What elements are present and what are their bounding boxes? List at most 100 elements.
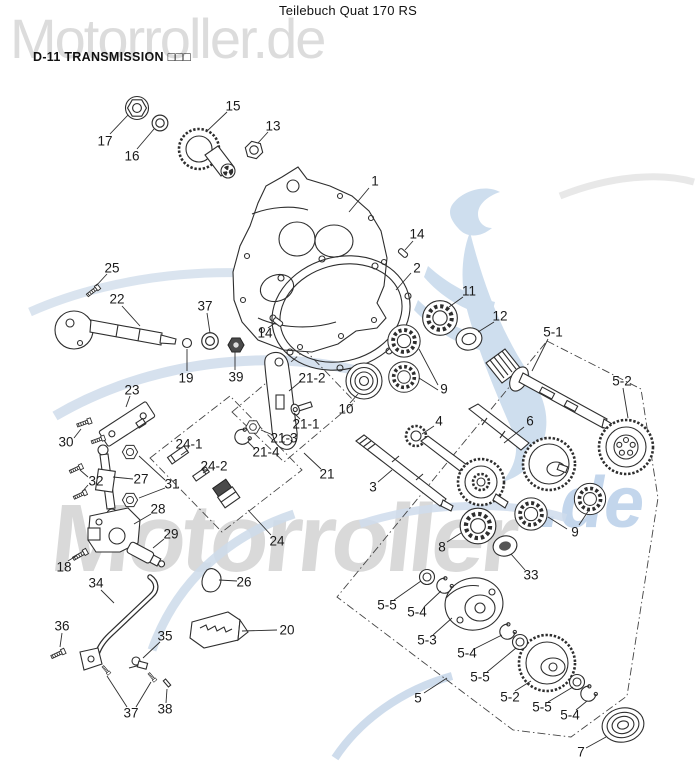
- group-24-boundary: [149, 395, 303, 533]
- leader-line-9: [418, 377, 439, 391]
- part-22-spindle: [54, 310, 177, 350]
- leader-line-21-2: [288, 380, 302, 392]
- leader-line-13: [257, 131, 269, 144]
- leader-line-21-1: [293, 412, 301, 420]
- part-39-nut: [227, 337, 245, 353]
- leader-line-32: [81, 484, 89, 493]
- document-title: Teilebuch Quat 170 RS: [279, 3, 417, 18]
- leader-line-3: [377, 469, 393, 483]
- part-28-bracket: [87, 507, 141, 553]
- part-37-screw-b: [147, 671, 158, 683]
- part-27-rod: [94, 444, 118, 520]
- part-13-nut: [242, 139, 266, 161]
- leader-line-5-5: [393, 580, 422, 601]
- part-21-1-bolt: [290, 401, 313, 416]
- part-19-ball: [181, 337, 193, 349]
- leader-line-5-2: [622, 387, 629, 419]
- part-3-shaft: [355, 434, 454, 512]
- part-32-bolt-b: [72, 489, 88, 501]
- part-24-1: [166, 445, 190, 465]
- leader-line-25: [95, 273, 108, 287]
- leader-line-24-2: [202, 469, 209, 474]
- leader-line-14: [267, 322, 276, 329]
- leader-line-5-4: [575, 700, 588, 711]
- leader-line-24-1: [180, 449, 189, 456]
- leader-line-34: [100, 589, 115, 604]
- section-title: D-11 TRANSMISSION □□□: [33, 50, 192, 64]
- part-2-gasket: [269, 255, 412, 372]
- leader-line-20: [241, 629, 278, 632]
- leader-line-37: [206, 312, 211, 334]
- leader-line-22: [121, 305, 141, 327]
- leader-line-21-3: [260, 429, 274, 436]
- part-21-3-nut: [245, 420, 261, 434]
- part-9-bearing-b: [386, 359, 422, 395]
- part-33-seal: [492, 535, 518, 557]
- leader-line-12: [477, 321, 495, 333]
- leader-line-5-5: [486, 647, 517, 673]
- part-29-plunger: [126, 541, 166, 568]
- part-34-lever: [79, 574, 159, 671]
- leader-line-37: [135, 681, 152, 708]
- leader-line-33: [510, 553, 526, 571]
- leader-line-7: [585, 736, 607, 749]
- leader-line-31: [138, 455, 166, 481]
- part-37-screw-a: [101, 664, 112, 676]
- part-14-pin-left: [272, 317, 284, 327]
- leader-line-28: [133, 513, 152, 525]
- leader-line-5-5: [547, 686, 574, 703]
- leader-line-18: [67, 555, 77, 562]
- part-6-shaft-gear: [468, 403, 577, 492]
- leader-line-21-4: [247, 441, 256, 450]
- part-31-nut-b: [121, 492, 139, 508]
- part-17-nut: [124, 95, 150, 121]
- group-5-boundary: [336, 340, 659, 738]
- part-36-bolt: [49, 647, 67, 661]
- part-15-gear-shaft: [177, 127, 236, 179]
- leader-line-35: [142, 641, 161, 659]
- part-5-5-washer-b: [511, 633, 529, 651]
- part-23-plate: [98, 401, 156, 447]
- part-26-rubber: [201, 568, 222, 593]
- part-5-5-washer-a: [418, 568, 436, 586]
- part-9-bearing-d: [572, 481, 608, 517]
- leader-line-23: [125, 395, 131, 408]
- leader-line-30: [73, 428, 82, 439]
- leader-line-5: [423, 677, 448, 694]
- leader-line-26: [218, 579, 238, 582]
- leader-line-15: [205, 111, 228, 133]
- part-5-1-input-shaft: [485, 348, 613, 431]
- leader-line-21: [303, 452, 322, 470]
- part-31-nut-a: [121, 444, 139, 460]
- leader-line-5-3: [432, 617, 453, 636]
- part-5-2-gear-upper: [597, 418, 655, 476]
- leader-line-11: [448, 296, 464, 308]
- part-21-2-lever: [264, 351, 298, 450]
- leader-line-5-4: [473, 634, 503, 650]
- leader-line-8: [446, 532, 462, 543]
- part-5-2-gear-lower: [517, 633, 577, 693]
- part-16-washer: [151, 114, 169, 132]
- leader-line-5-2: [514, 680, 532, 692]
- part-14-pin-top: [397, 248, 409, 258]
- part-10-bearing: [345, 362, 383, 400]
- part-32-bolt-a: [68, 463, 84, 475]
- part-37-washer-upper: [201, 332, 219, 350]
- part-4-shaft: [404, 424, 509, 509]
- part-1-housing: [232, 166, 388, 353]
- part-30-bolt-b: [90, 434, 107, 446]
- leader-line-9: [418, 348, 439, 386]
- leader-line-16: [136, 128, 155, 150]
- part-7-bearing: [601, 707, 645, 743]
- part-11-bearing: [423, 301, 458, 336]
- leader-line-27: [112, 476, 134, 480]
- leader-line-2: [395, 272, 412, 291]
- leader-line-6: [503, 426, 525, 444]
- part-5-3-clutch: [444, 577, 504, 631]
- leader-line-32: [79, 469, 89, 478]
- leader-line-31: [138, 487, 166, 499]
- leader-lines: [59, 111, 629, 749]
- leader-line-4: [421, 425, 435, 435]
- leader-line-5-1: [531, 338, 549, 372]
- leader-line-29: [152, 538, 165, 549]
